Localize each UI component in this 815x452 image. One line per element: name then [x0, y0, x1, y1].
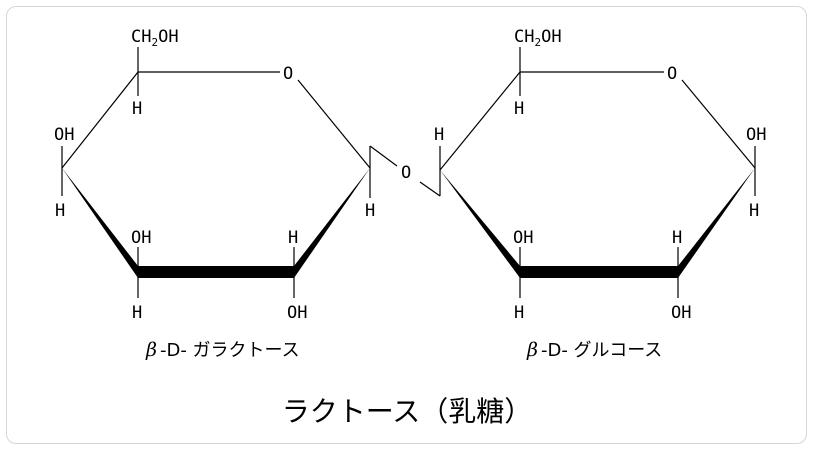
galactose-ring-oxygen: O	[283, 64, 293, 84]
glucose-c4-h: H	[434, 125, 444, 145]
glucose-c2-h: H	[672, 228, 682, 248]
glucose-c1-h: H	[749, 201, 759, 221]
galactose-ch2oh-label: CH2OH	[131, 27, 179, 49]
galactose-c2-h: H	[288, 228, 298, 248]
galactose-c5-h: H	[132, 99, 142, 119]
galactose-c4-oh: OH	[54, 125, 74, 145]
galactose-bond-c3-c2	[138, 266, 294, 278]
glucose-c5-h: H	[514, 99, 524, 119]
diagram-frame	[6, 6, 807, 444]
galactose-c1-h: H	[365, 201, 375, 221]
glycosidic-bond	[369, 145, 441, 197]
galactose-c2-oh: OH	[287, 303, 307, 323]
glucose-bond-c5-c4	[439, 71, 521, 171]
glucose-ring	[439, 47, 756, 298]
glucose-ch2oh-label: CH2OH	[514, 27, 562, 49]
glucose-bond-c3-c2	[520, 266, 678, 278]
glucose-c2-oh: OH	[671, 303, 691, 323]
galactose-wedge-c2-c1	[294, 168, 370, 278]
galactose-bond-ring-o-c1	[297, 79, 371, 169]
galactose-c3-oh: OH	[131, 228, 151, 248]
galactose-caption: β-D- ガラクトース	[145, 339, 300, 361]
diagram-title: ラクトース（乳糖）	[282, 395, 533, 428]
bridge-oxygen: O	[401, 163, 411, 183]
glucose-c3-oh: OH	[513, 228, 533, 248]
glucose-wedge-c2-c1	[678, 168, 755, 278]
galactose-c3-h: H	[132, 303, 142, 323]
glucose-ring-oxygen: O	[667, 64, 677, 84]
glucose-caption: β-D- グルコース	[526, 339, 662, 361]
galactose-wedge-c4-c3	[62, 168, 138, 278]
glucose-c3-h: H	[514, 303, 524, 323]
glucose-bond-ring-o-c1	[681, 79, 756, 169]
galactose-bond-c5-c4	[61, 71, 139, 169]
glucose-wedge-c4-c3	[440, 170, 520, 278]
bridge-bond-galactose-c1	[369, 145, 398, 167]
bridge-bond-glucose-c4	[419, 181, 441, 197]
galactose-ring	[61, 47, 371, 298]
glucose-c1-oh: OH	[746, 125, 766, 145]
galactose-c4-h: H	[55, 201, 65, 221]
